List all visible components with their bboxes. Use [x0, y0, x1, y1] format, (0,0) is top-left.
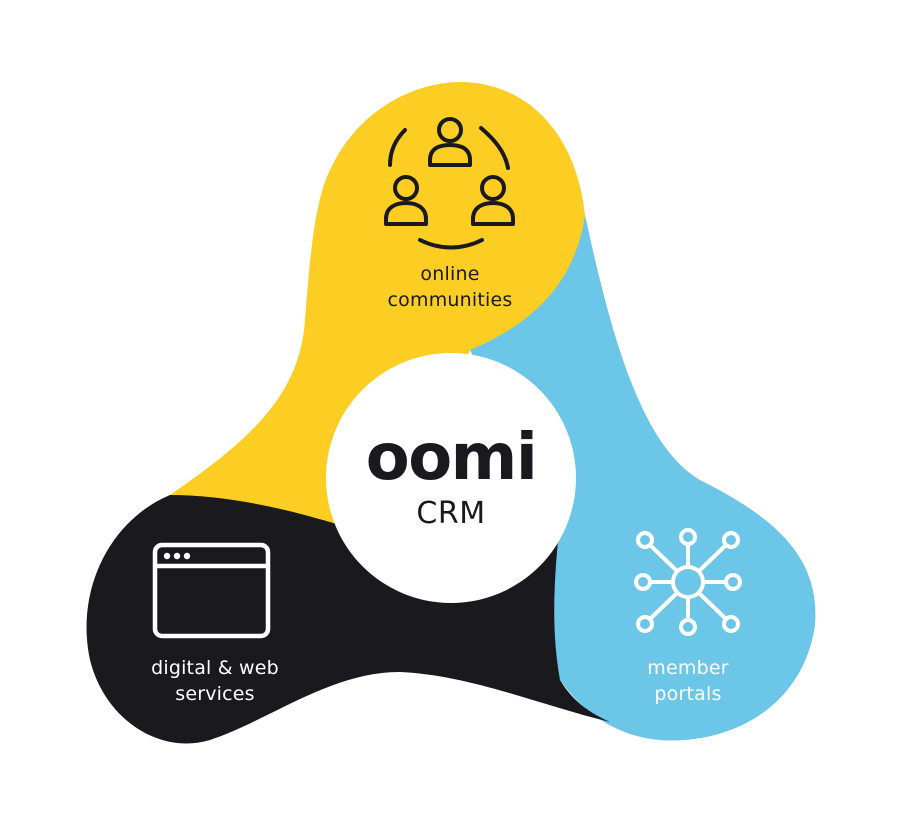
label-line: online [420, 263, 480, 285]
network-hub-icon [634, 528, 742, 636]
community-people-icon [384, 117, 515, 250]
label-line: communities [387, 289, 513, 311]
label-member-portals: member portals [563, 655, 813, 707]
label-online-communities: online communities [325, 261, 575, 313]
brand-logo-text: oomi [365, 421, 538, 495]
label-digital-web-services: digital & web services [90, 655, 340, 707]
browser-window-icon [152, 542, 271, 639]
product-name: CRM [416, 496, 486, 531]
segment-member-portals [470, 215, 816, 741]
label-line: member [647, 657, 729, 679]
center-circle [326, 353, 576, 603]
label-line: services [175, 683, 255, 705]
label-line: digital & web [151, 657, 279, 679]
label-line: portals [654, 683, 722, 705]
